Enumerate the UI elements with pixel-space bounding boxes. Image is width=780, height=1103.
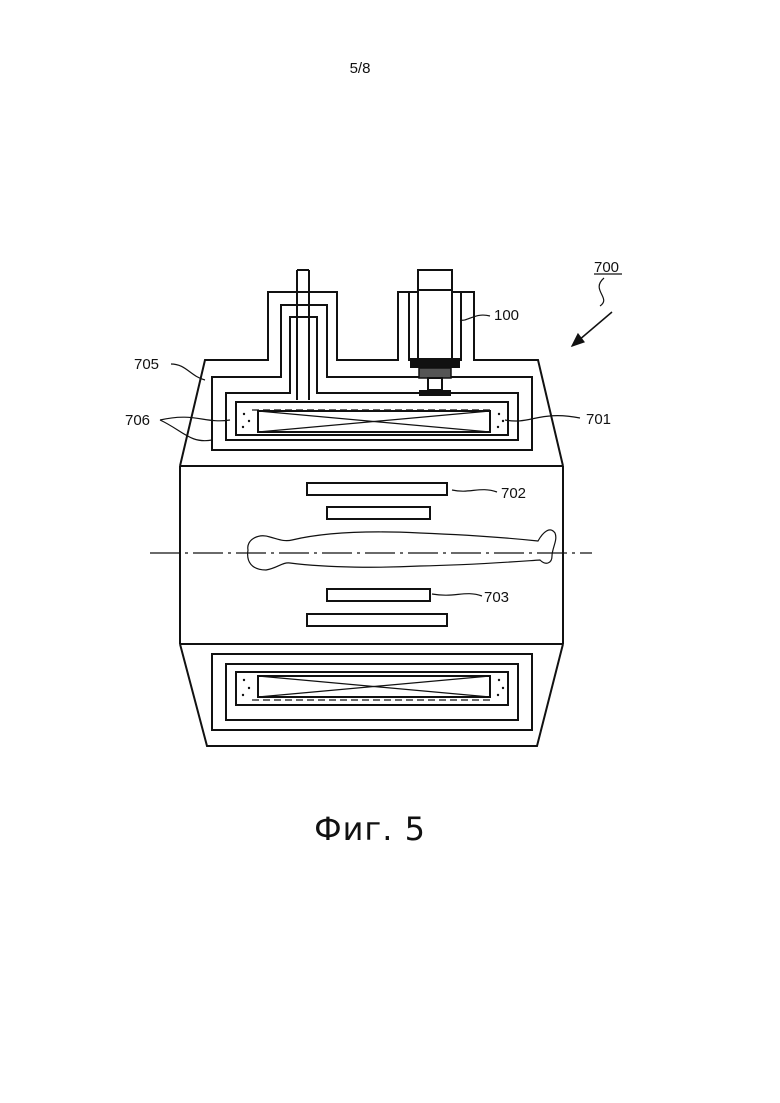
gradient-coil-upper-1 (307, 483, 447, 495)
label-vacuum-vessel: 705 (134, 356, 159, 373)
patient-outline (248, 530, 556, 570)
label-superconducting-coil: 701 (586, 411, 611, 428)
figure-caption: Фиг. 5 (0, 810, 740, 848)
gradient-coil-lower-1 (327, 589, 430, 601)
gradient-coil-lower-2 (307, 614, 447, 626)
thermal-shield-outer (212, 305, 532, 450)
label-upper-gradient-coil: 702 (501, 485, 526, 502)
lower-cryostat (180, 644, 563, 746)
leader-lines (160, 278, 612, 596)
label-lower-gradient-coil: 703 (484, 589, 509, 606)
label-refrigerator: 100 (494, 307, 519, 324)
upper-cryostat (180, 270, 563, 466)
gradient-coil-upper-2 (327, 507, 430, 519)
label-thermal-shields: 706 (125, 412, 150, 429)
